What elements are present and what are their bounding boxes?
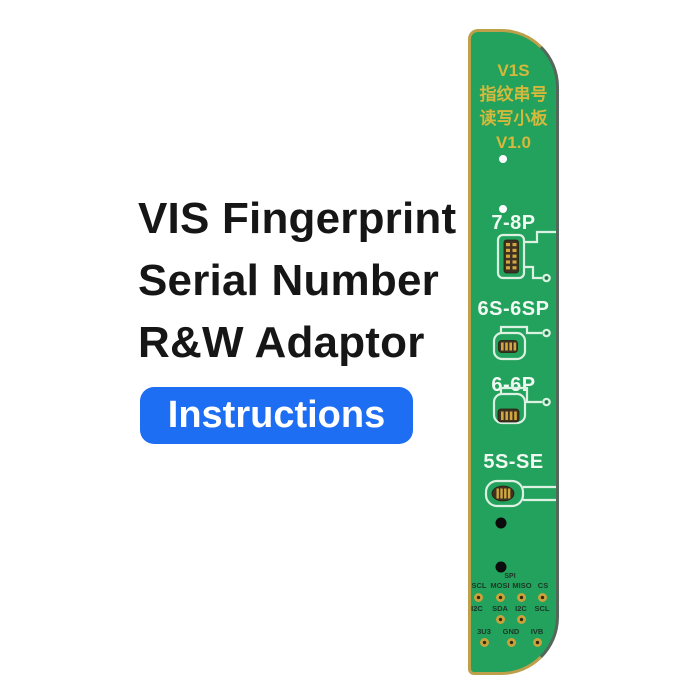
product-title: VIS Fingerprint Serial Number R&W Adapto… [138,188,456,374]
pcb-cn-line-2: 读写小板 [479,109,548,128]
pin-label-sda: SDA [492,604,508,613]
title-line-2: Serial Number [138,256,439,305]
pcb-graphics [484,155,556,573]
connector-5s-se-graphic [484,479,556,508]
connector-7-8p-body [503,239,519,274]
pin-label-scl-1: SCL [471,581,487,590]
test-dot-black-2 [495,561,507,573]
connector-6-6p-body [497,408,520,423]
pcb-model-label: V1S [497,61,530,80]
pin-label-cs: CS [537,581,549,590]
via-6-6p [545,400,548,404]
pin-label-spi: SPI [504,573,516,580]
pad-mosi [495,592,505,602]
pin-label-scl-2: SCL [534,604,550,613]
title-line-1: VIS Fingerprint [138,194,457,243]
pin-label-miso: MISO [512,581,532,590]
test-dot-black-1 [495,517,507,529]
pad-miso [516,592,526,602]
pcb-cn-line-1: 指纹串号 [479,85,548,104]
connector-label-6-6p: 6-6P [491,374,536,396]
pcb-board: V1S 指纹串号 读写小板 V1.0 7-8P 6S-6SP 6-6P 5S-S… [468,29,559,675]
connector-label-6s-6sp: 6S-6SP [477,298,550,320]
pad-gnd [506,638,516,647]
connector-5s-se-body [491,485,515,502]
pin-label-i2c-2: I2C [515,604,527,613]
pad-i2c-2 [516,614,526,624]
pin-label-3u3: 3U3 [477,627,491,636]
pad-scl-1 [473,592,483,602]
fiducial-dot-white-1 [499,155,507,163]
pcb-version-label: V1.0 [496,133,531,152]
via-7-8p [545,276,548,280]
title-line-3: R&W Adaptor [138,318,425,367]
connector-label-5s-se: 5S-SE [483,451,544,473]
connector-label-7-8p: 7-8P [491,212,536,234]
pad-sda [495,614,505,624]
pcb-header-text: V1S 指纹串号 读写小板 V1.0 [471,59,556,155]
via-6s-6sp [545,331,548,335]
pad-ivb [532,638,542,647]
pcb-board-surface: V1S 指纹串号 读写小板 V1.0 7-8P 6S-6SP 6-6P 5S-S… [471,32,556,672]
connector-7-8p-graphic [496,230,556,283]
connector-6s-6sp-graphic [492,325,551,361]
fiducial-dot-white-2 [499,205,507,213]
connector-6s-6sp-body [498,340,518,353]
pin-label-i2c-1: I2C [471,604,483,613]
instructions-button[interactable]: Instructions [140,387,413,444]
connector-6-6p-graphic [492,386,551,425]
pin-label-mosi: MOSI [490,581,510,590]
pad-cs [537,592,547,602]
pad-3u3 [479,638,489,647]
pin-label-ivb: IVB [530,627,544,636]
pin-label-gnd: GND [502,627,520,636]
